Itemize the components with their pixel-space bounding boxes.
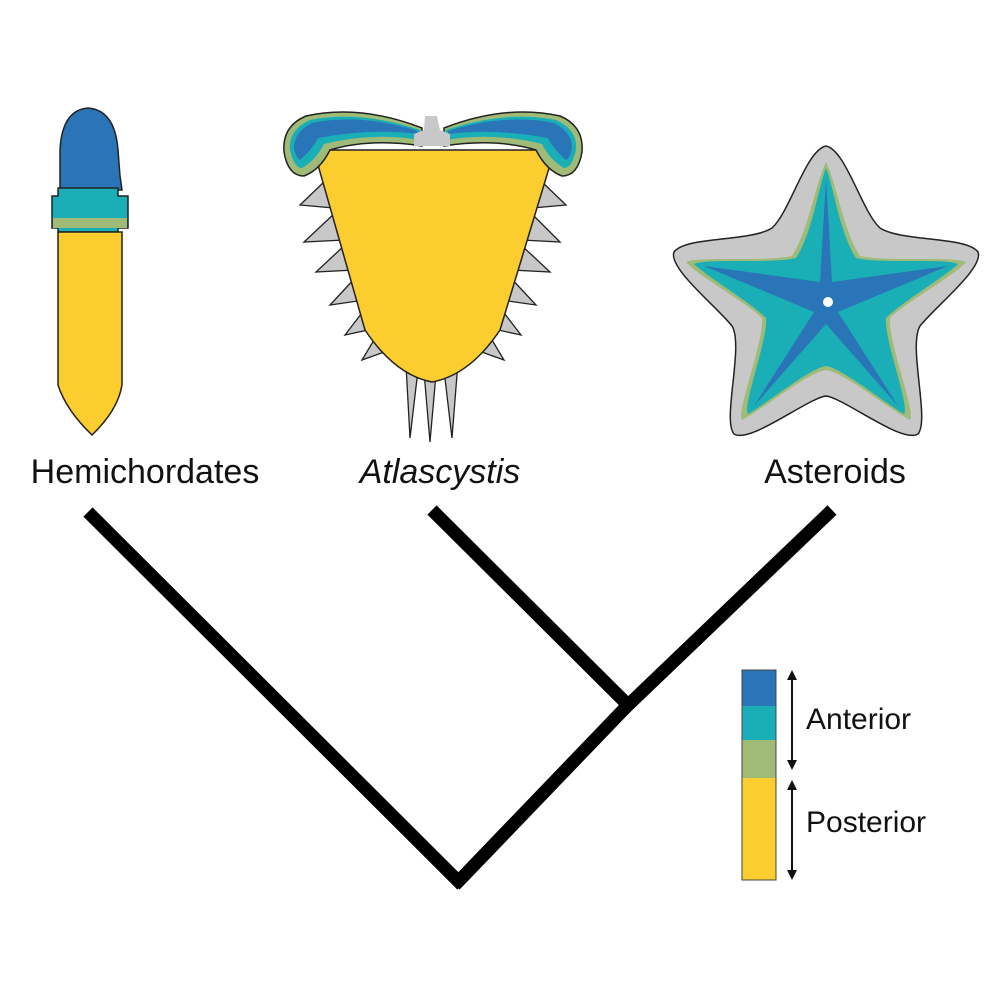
tree-branch-atlascystis	[427, 505, 633, 710]
legend-swatch-green	[742, 740, 776, 778]
taxon-label-asteroids: Asteroids	[764, 453, 906, 491]
asteroid-ambulacra	[704, 178, 948, 406]
tree-branch-hemichordates	[83, 507, 467, 890]
legend-swatch-frame	[741, 669, 777, 881]
taxon-label-atlascystis: Atlascystis	[358, 453, 521, 491]
hemichordate-trunk	[57, 231, 123, 437]
color-legend: Anterior Posterior	[741, 669, 926, 881]
legend-label-posterior: Posterior	[806, 806, 926, 839]
legend-swatch-teal	[742, 706, 776, 740]
atlascystis-illustration	[283, 111, 583, 443]
atlascystis-body	[316, 149, 552, 383]
asteroid-mouth	[823, 297, 833, 307]
legend-anterior-arrow	[787, 670, 797, 770]
tree-branch-asteroids	[618, 505, 837, 715]
hemichordate-proboscis	[59, 107, 123, 191]
taxon-label-hemichordates: Hemichordates	[31, 453, 260, 491]
atlascystis-oral-frame	[414, 116, 450, 146]
legend-swatch-yellow	[742, 778, 776, 880]
atlascystis-arms	[283, 111, 583, 177]
asteroid-illustration	[672, 145, 980, 437]
legend-posterior-arrow	[787, 780, 797, 880]
legend-swatch-dark-blue	[742, 670, 776, 706]
tree-branch-ambulacraria-root	[450, 700, 633, 890]
legend-label-anterior: Anterior	[806, 703, 911, 736]
hemichordate-collar-band	[53, 218, 127, 228]
hemichordate-illustration	[51, 107, 129, 437]
phylogenetic-tree	[83, 505, 837, 890]
